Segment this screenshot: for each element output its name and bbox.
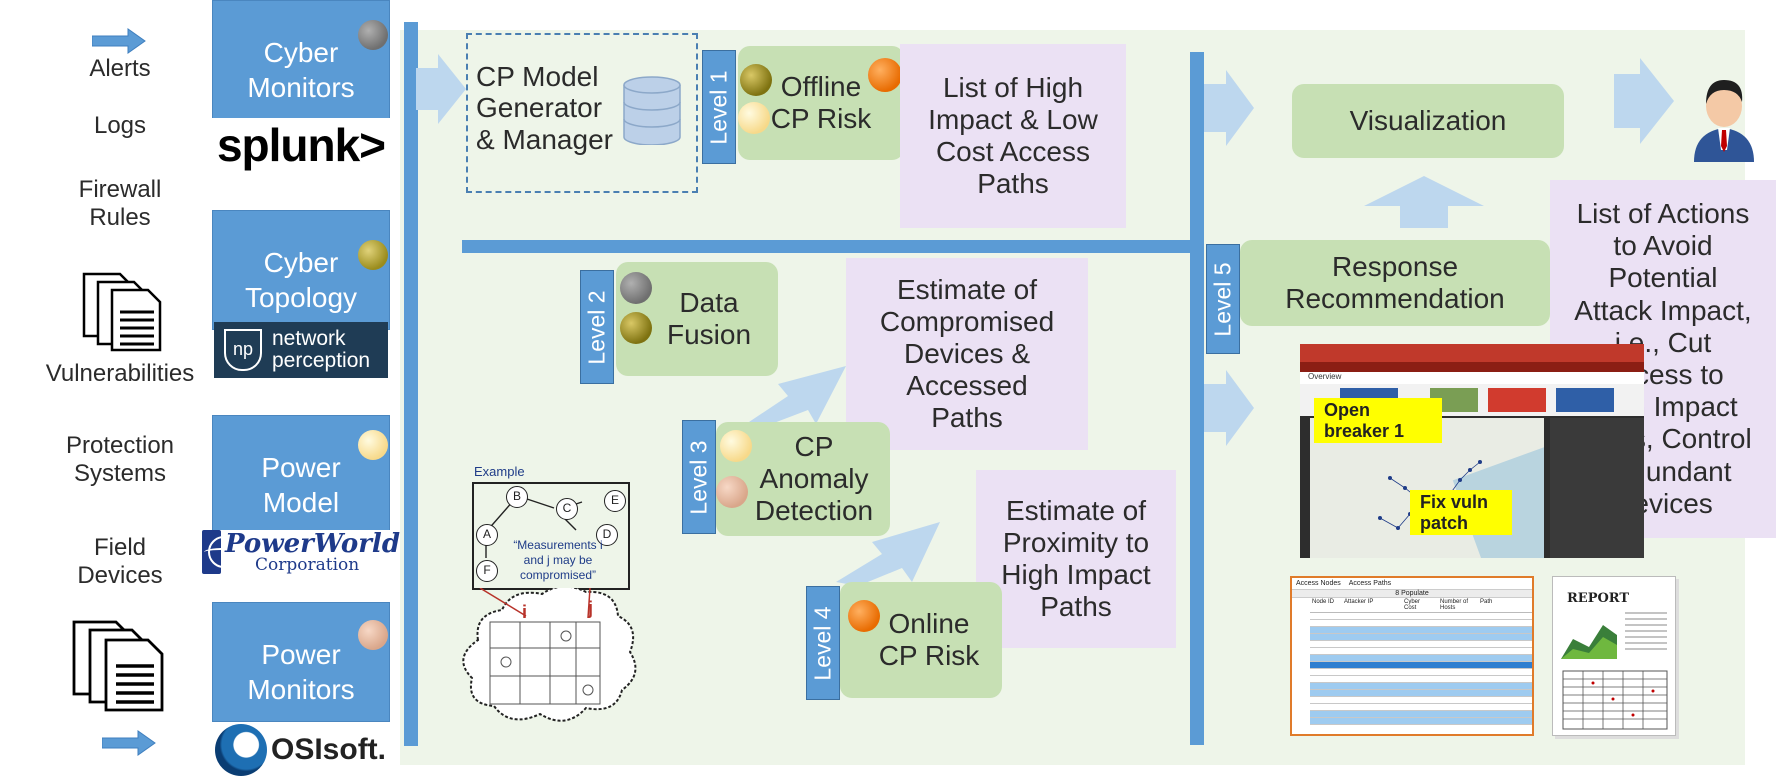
measurement-j-label: j	[588, 598, 594, 618]
circuit-cloud-icon	[462, 588, 637, 722]
label-alerts: Alerts	[89, 55, 151, 82]
level-3-label: Level 3	[682, 420, 716, 534]
access-paths-table: Access Nodes Access Paths 8 Populate Nod…	[1290, 576, 1534, 736]
level-1-label: Level 1	[702, 50, 736, 164]
np-shield-icon: np	[224, 329, 262, 371]
col-header: Node ID	[1312, 599, 1335, 605]
level-4-label: Level 4	[806, 586, 840, 700]
proximity-label: Estimate of Proximity to High Impact Pat…	[1001, 494, 1151, 623]
tab-access-nodes[interactable]: Access Nodes	[1296, 580, 1341, 587]
tab-access-paths[interactable]: Access Paths	[1348, 580, 1392, 587]
online-cp-risk-label: Online CP Risk	[878, 608, 980, 671]
logo-text: perception	[272, 349, 371, 372]
alerts-arrow-icon	[92, 28, 146, 54]
orange-ball-icon	[868, 58, 902, 92]
splunk-logo: splunk>	[212, 118, 390, 172]
response-recommendation-box: Response Recommendation	[1240, 240, 1550, 326]
documents-icon	[72, 620, 164, 712]
level-5-label: Level 5	[1206, 244, 1240, 354]
graph-node: D	[596, 524, 618, 546]
cream-ball-icon	[358, 430, 388, 460]
note-open-breaker: Open breaker 1	[1314, 398, 1442, 444]
gray-ball-icon	[358, 20, 388, 50]
label-firewall-rules: Firewall Rules	[78, 176, 162, 231]
level-2-label: Level 2	[580, 270, 614, 384]
graph-node: E	[604, 490, 626, 512]
dashboard-overview-tab: Overview	[1300, 372, 1644, 384]
cyber-monitors-label: Cyber Monitors	[247, 37, 355, 103]
cyber-topology-box: Cyber Topology	[212, 210, 390, 330]
power-monitors-label: Power Monitors	[247, 639, 355, 705]
compromised-devices-box: Estimate of Compromised Devices & Access…	[846, 258, 1088, 450]
model-generator-label: CP Model Generator & Manager	[476, 61, 613, 155]
gray-ball-icon	[620, 272, 652, 304]
osisoft-logo: OSIsoft.	[215, 722, 395, 778]
horizontal-divider	[462, 240, 1197, 253]
cyber-topology-label: Cyber Topology	[244, 247, 358, 313]
note-fix-vuln-patch: Fix vuln patch	[1410, 490, 1512, 536]
response-recommendation-label: Response Recommendation	[1285, 251, 1505, 314]
populate-button[interactable]: 8 Populate	[1292, 590, 1532, 598]
cp-anomaly-label: CP Anomaly Detection	[754, 431, 874, 526]
input-arrow-icon	[416, 54, 466, 124]
peach-ball-icon	[716, 476, 748, 508]
flow-arrow-icon	[746, 366, 846, 426]
power-monitors-box: Power Monitors	[212, 602, 390, 722]
col-header: Number of Hosts	[1440, 599, 1469, 611]
high-impact-paths-label: List of High Impact & Low Cost Access Pa…	[928, 71, 1098, 200]
label-logs: Logs	[93, 112, 147, 139]
cyber-monitors-box: Cyber Monitors	[212, 0, 390, 120]
label-field-devices: Field Devices	[77, 534, 163, 589]
olive-ball-icon	[620, 312, 652, 344]
model-generator-box: CP Model Generator & Manager	[466, 33, 698, 193]
example-label: Example	[474, 464, 525, 479]
example-quote: “Measurements i and j may be compromised…	[513, 538, 603, 582]
olive-ball-icon	[740, 64, 772, 96]
measurement-i-label: i	[522, 602, 528, 622]
col-header: Path	[1480, 599, 1493, 605]
cream-ball-icon	[738, 102, 770, 134]
user-icon	[1694, 80, 1754, 162]
input-bus-bar	[404, 22, 418, 746]
network-perception-logo: np network perception	[214, 322, 388, 378]
cream-ball-icon	[720, 430, 752, 462]
visualization-label: Visualization	[1349, 105, 1507, 137]
flow-arrow-icon	[1204, 370, 1254, 446]
high-impact-paths-box: List of High Impact & Low Cost Access Pa…	[900, 44, 1126, 228]
flow-arrow-icon	[836, 522, 940, 586]
output-bus-bar	[1190, 52, 1204, 745]
database-icon	[623, 76, 681, 145]
peach-ball-icon	[358, 620, 388, 650]
logo-text: OSIsoft.	[271, 733, 387, 766]
documents-icon	[82, 272, 162, 352]
olive-ball-icon	[358, 240, 388, 270]
label-vulnerabilities: Vulnerabilities	[45, 360, 195, 387]
up-arrow-icon	[1364, 176, 1484, 228]
graph-node: A	[476, 524, 498, 546]
flow-arrow-icon	[1204, 70, 1254, 146]
logo-text: PowerWorld	[225, 528, 400, 559]
graph-node: F	[476, 560, 498, 582]
proximity-box: Estimate of Proximity to High Impact Pat…	[976, 470, 1176, 648]
report-document-icon: REPORT	[1552, 576, 1676, 736]
visualization-box: Visualization	[1292, 84, 1564, 158]
field-arrow-icon	[102, 730, 156, 756]
osisoft-swirl-icon	[215, 724, 267, 776]
data-fusion-label: Data Fusion	[666, 287, 752, 350]
label-protection-systems: Protection Systems	[65, 432, 175, 487]
logo-text: Corporation	[255, 554, 360, 575]
flow-arrow-icon	[1614, 58, 1674, 144]
col-header: Attacker IP	[1344, 599, 1374, 605]
offline-cp-risk-label: Offline CP Risk	[770, 71, 872, 134]
globe-icon	[202, 530, 221, 574]
col-header: Cyber Cost	[1404, 599, 1421, 611]
power-model-label: Power Model	[261, 452, 341, 518]
report-title: REPORT	[1567, 591, 1630, 606]
graph-node: B	[506, 486, 528, 508]
logo-text: network	[272, 326, 346, 350]
orange-ball-icon	[848, 600, 880, 632]
compromised-devices-label: Estimate of Compromised Devices & Access…	[879, 273, 1055, 434]
powerworld-logo: PowerWorld Corporation	[202, 530, 400, 574]
graph-node: C	[556, 498, 578, 520]
